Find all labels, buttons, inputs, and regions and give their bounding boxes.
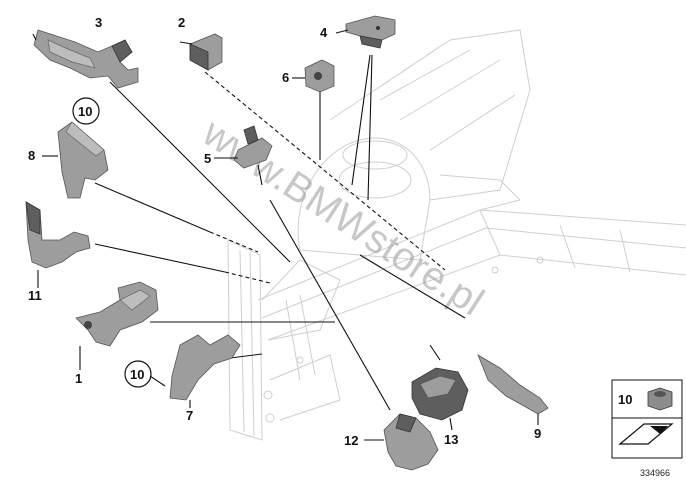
part-9-bracket <box>477 354 549 415</box>
callout-10-upper: 10 <box>78 104 92 119</box>
part-6-bracket <box>304 59 335 93</box>
callout-12: 12 <box>344 433 358 448</box>
part-12-bracket <box>383 413 439 471</box>
callout-7: 7 <box>186 408 193 423</box>
part-1-bracket <box>75 281 159 347</box>
callout-2: 2 <box>178 15 185 30</box>
part-5-bracket <box>233 125 273 169</box>
diagram-part-number: 334966 <box>640 468 670 478</box>
callout-4: 4 <box>320 25 328 40</box>
part-4-bracket <box>345 15 396 49</box>
part-8-bracket <box>57 121 109 199</box>
callout-10-lower: 10 <box>130 367 144 382</box>
callouts: 3 2 4 6 5 8 11 1 7 9 12 13 10 10 <box>28 15 541 448</box>
legend-box: 10 <box>611 379 683 459</box>
callout-3: 3 <box>95 15 102 30</box>
arrow-icon <box>618 423 674 445</box>
callout-6: 6 <box>282 70 289 85</box>
vehicle-body-structure <box>227 29 686 441</box>
nut-icon <box>647 387 673 411</box>
callout-5: 5 <box>204 151 211 166</box>
part-2-bracket <box>179 33 223 71</box>
callout-8: 8 <box>28 148 35 163</box>
part-3-bracket <box>33 29 139 89</box>
part-11-bracket <box>25 201 91 269</box>
watermark: www.BMWstore.pl <box>194 110 491 324</box>
legend-nut-label: 10 <box>618 392 632 407</box>
leader-lines <box>94 54 466 411</box>
callout-11: 11 <box>28 288 42 303</box>
callout-1: 1 <box>75 371 82 386</box>
part-13-cover <box>411 367 469 421</box>
callout-9: 9 <box>534 426 541 441</box>
callout-13: 13 <box>444 432 458 447</box>
part-7-bracket <box>169 334 241 401</box>
